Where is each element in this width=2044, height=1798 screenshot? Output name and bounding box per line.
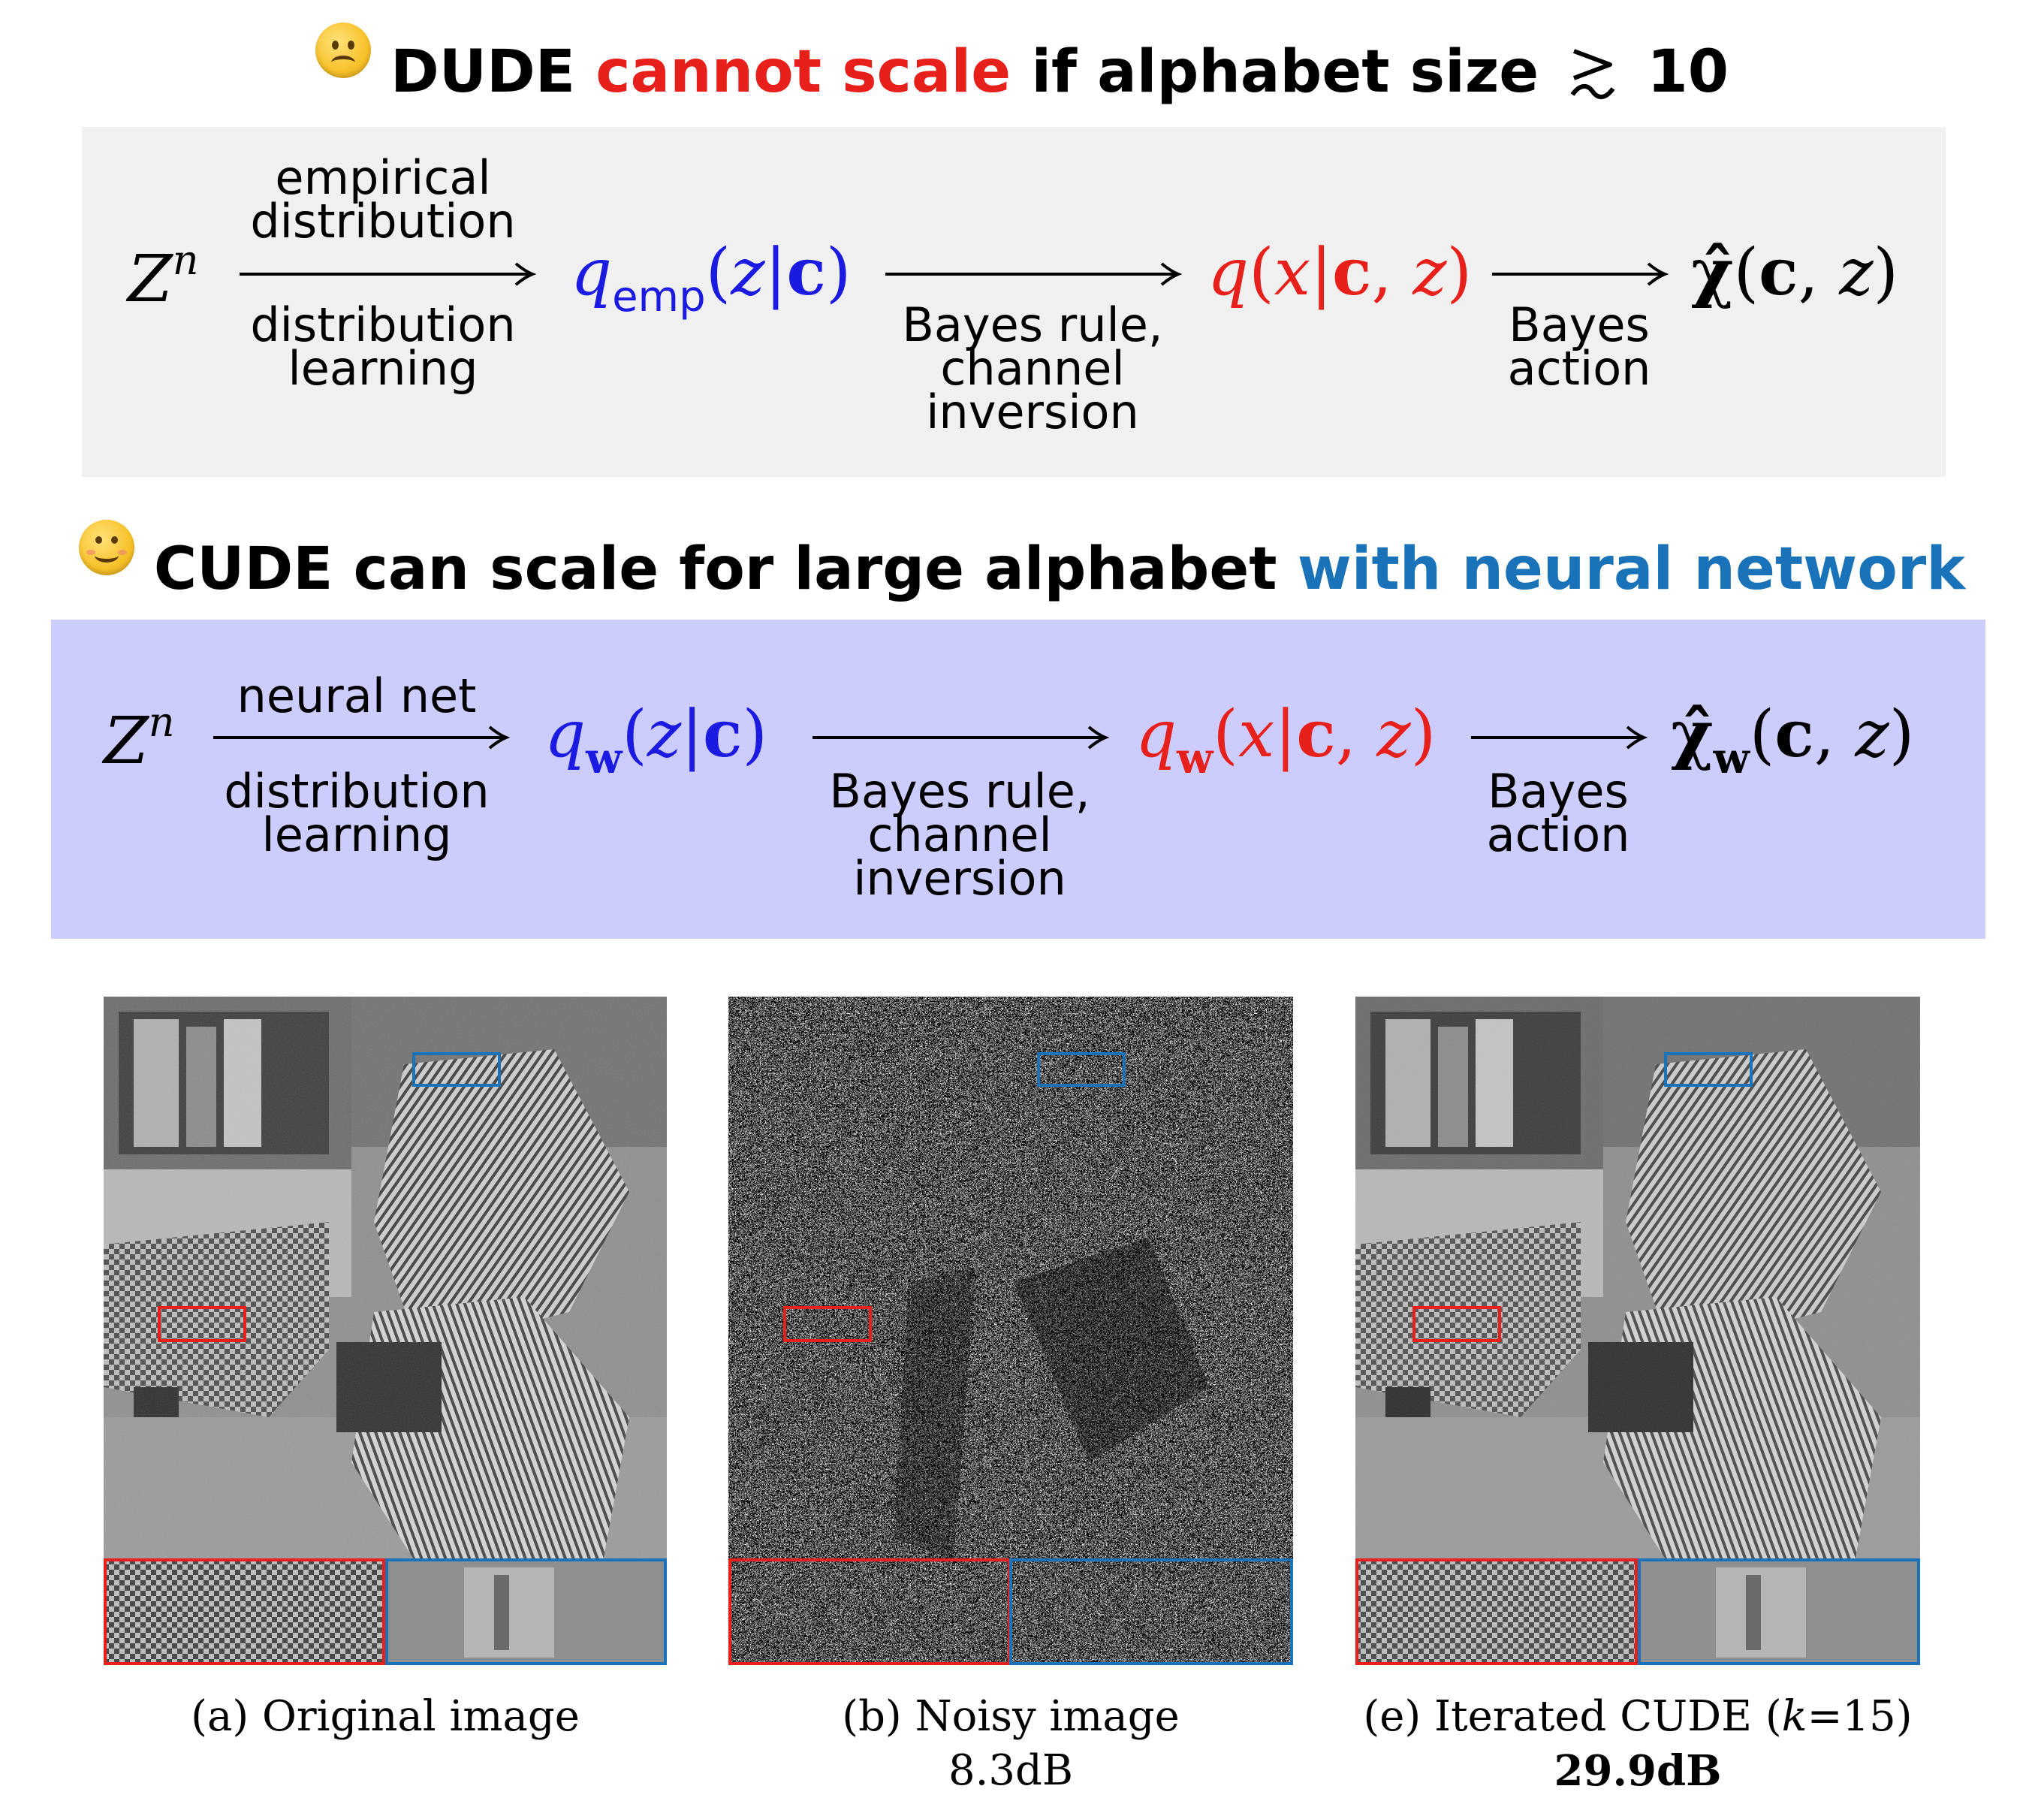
dude-arrow2 bbox=[885, 262, 1183, 286]
cude-arrow1-top-label: neural net bbox=[237, 668, 477, 723]
cude-arrow2 bbox=[812, 726, 1110, 750]
dude-zn: Zn bbox=[128, 237, 199, 317]
cude-pipeline-box bbox=[51, 620, 1985, 939]
caption-noisy: (b) Noisy image 8.3dB bbox=[842, 1692, 1180, 1795]
dude-arrow3 bbox=[1492, 262, 1669, 286]
headline-dude-part3: if alphabet size bbox=[1031, 38, 1539, 106]
headline-dude: DUDE cannot scale if alphabet size 10 bbox=[0, 23, 2044, 106]
caption-original: (a) Original image bbox=[191, 1692, 580, 1741]
denoised-image bbox=[1355, 997, 1920, 1665]
cude-chi-hat-w: χ̂w(c, z) bbox=[1671, 696, 1915, 783]
zoom-region-blue-b bbox=[1037, 1052, 1126, 1087]
dude-q-emp: qemp(z|c) bbox=[571, 234, 852, 321]
zoom-region-red-b bbox=[783, 1306, 872, 1342]
headline-cude-neural-network: with neural network bbox=[1297, 535, 1966, 603]
dude-arrow1 bbox=[240, 262, 537, 286]
smiling-face-icon bbox=[78, 520, 134, 575]
sad-face-icon bbox=[315, 23, 371, 78]
cude-q-w-posterior: qw(x|c, z) bbox=[1135, 696, 1437, 783]
noisy-image bbox=[728, 997, 1293, 1665]
gtrsim-symbol bbox=[1566, 49, 1619, 102]
headline-dude-cannot-scale: cannot scale bbox=[595, 38, 1011, 106]
headline-cude-part1: CUDE can scale for large alphabet bbox=[153, 535, 1277, 603]
cude-q-w: qw(z|c) bbox=[544, 696, 768, 783]
headline-dude-part4: 10 bbox=[1647, 38, 1729, 106]
zoom-region-red-e bbox=[1412, 1306, 1501, 1342]
cude-arrow1 bbox=[213, 726, 511, 750]
dude-q-posterior: q(x|c, z) bbox=[1207, 234, 1473, 310]
zoom-region-red-a bbox=[158, 1306, 246, 1342]
original-image bbox=[104, 997, 667, 1665]
headline-dude-part1: DUDE bbox=[390, 38, 576, 106]
zoom-region-blue-e bbox=[1664, 1052, 1753, 1087]
dude-chi-hat: χ̂(c, z) bbox=[1691, 234, 1899, 310]
headline-cude: CUDE can scale for large alphabet with n… bbox=[0, 520, 2044, 603]
caption-denoised: (e) Iterated CUDE (k=15) 29.9dB bbox=[1363, 1692, 1913, 1796]
dude-pipeline-box bbox=[82, 127, 1946, 477]
cude-arrow3 bbox=[1471, 726, 1648, 750]
zoom-region-blue-a bbox=[412, 1052, 501, 1087]
cude-zn: Zn bbox=[104, 698, 175, 779]
